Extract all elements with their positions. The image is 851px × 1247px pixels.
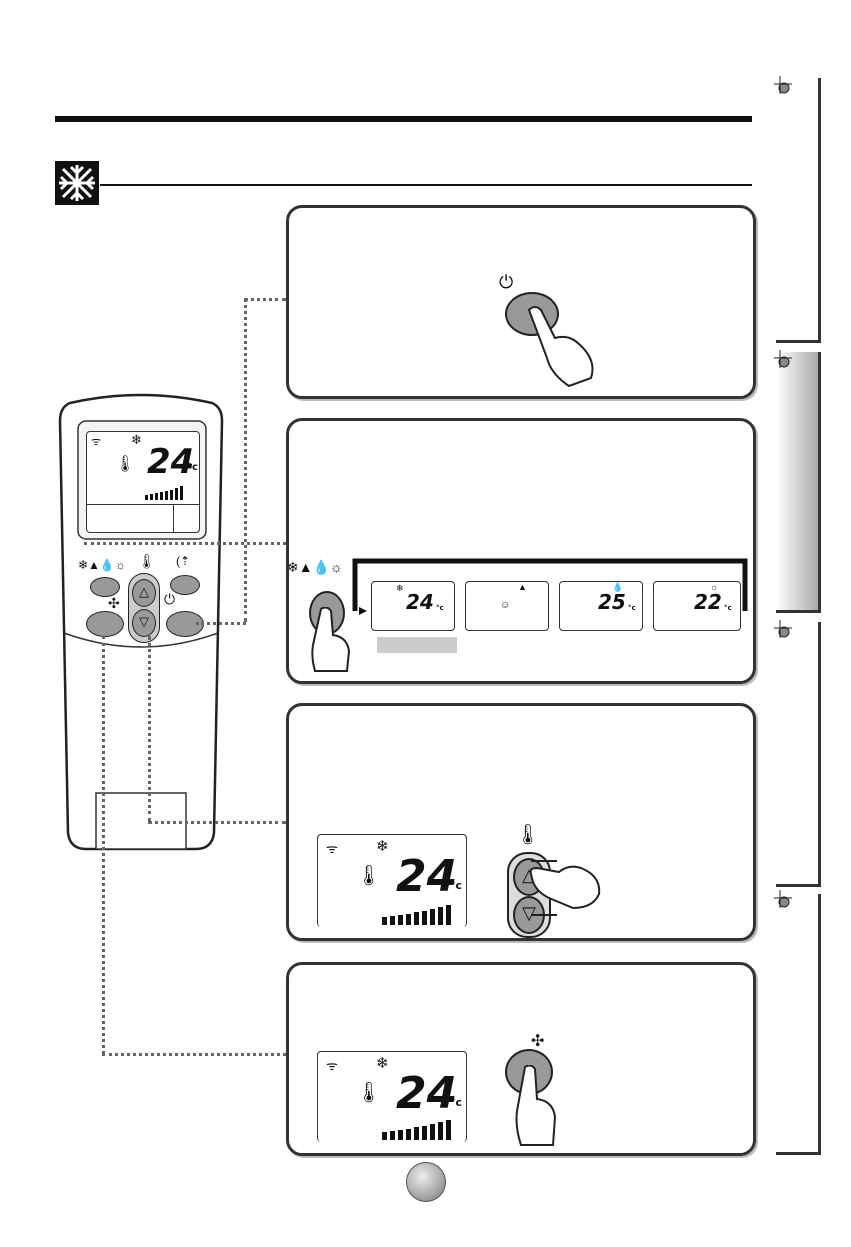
signal-icon: ᯤ — [326, 839, 338, 857]
fan-symbol-icon: ✣ — [531, 1031, 544, 1051]
mode-symbols-label: ❄▲💧☼ — [287, 559, 343, 576]
connector-fan — [102, 1053, 286, 1056]
temp-lcd: ᯤ ❄ 🌡 24 °c — [317, 834, 467, 927]
temp-down-button[interactable]: ▽ — [132, 609, 156, 637]
remote-lcd: ᯤ ❄ 🌡 24 °c — [86, 431, 200, 533]
mode-hand-icon — [311, 607, 353, 673]
mode-screen-cool: ❄ 24 °c — [371, 581, 455, 631]
temp-up-button[interactable]: △ — [132, 579, 156, 607]
section-snowflake-icon — [55, 161, 99, 205]
connector-temp-v — [148, 636, 151, 822]
panel-power: ⏻ — [286, 205, 756, 399]
panel-mode: ❄▲💧☼ ❄ 24 °c ▲ ☺ 💧 25 °c ☼ 22 °c — [286, 418, 756, 684]
remote-thermometer-icon: 🌡 — [138, 553, 156, 570]
connector-power-h — [196, 622, 246, 625]
connector-mode — [84, 542, 286, 545]
fan-lcd: ᯤ ❄ 🌡 24 °c — [317, 1051, 467, 1142]
mode-highlight-bar — [377, 637, 457, 653]
down-pointer-line — [531, 914, 557, 916]
fan-temp-value: 24 — [396, 1068, 457, 1119]
fan-speed-button[interactable] — [86, 611, 124, 637]
snowflake-icon: ❄ — [376, 1054, 389, 1072]
mode-cool-temp: 24 — [406, 590, 434, 614]
thermometer-icon: 🌡 — [356, 863, 381, 888]
remote-unit: °c — [187, 462, 198, 473]
temp-value: 24 — [396, 851, 457, 902]
temp-hand-icon — [529, 864, 603, 910]
temp-thermometer-icon: 🌡 — [515, 822, 540, 847]
fan-bars-icon — [145, 486, 191, 500]
up-pointer-line — [531, 860, 557, 862]
page-number-dot — [406, 1162, 446, 1202]
mode-cool-unit: °c — [436, 604, 444, 612]
fan-bars-icon — [382, 1120, 462, 1140]
panel-fan: ᯤ ❄ 🌡 24 °c ✣ — [286, 962, 756, 1156]
mode-dry-unit: °c — [628, 604, 636, 612]
auto-icon: ▲ — [518, 582, 527, 592]
mode-screen-heat: ☼ 22 °c — [653, 581, 741, 631]
power-icon: ⏻ — [499, 272, 513, 293]
connector-power — [244, 298, 286, 301]
power-symbol-icon: ⏻ — [164, 591, 175, 608]
thermometer-icon: 🌡 — [356, 1080, 381, 1105]
fan-icon: ✣ — [108, 595, 120, 612]
connector-fan-v — [102, 636, 105, 1054]
panel-temperature: ᯤ ❄ 🌡 24 °c 🌡 △ ▽ — [286, 703, 756, 941]
mode-dry-temp: 25 — [598, 590, 626, 614]
snowflake-icon: ❄ — [376, 837, 389, 855]
mode-heat-temp: 22 — [694, 590, 722, 614]
fan-temp-unit: °c — [450, 1096, 462, 1109]
mode-symbols: ❄▲💧☼ — [78, 558, 126, 572]
header-rule — [55, 116, 752, 122]
mode-screen-dry: 💧 25 °c — [559, 581, 643, 631]
mode-button[interactable] — [90, 577, 120, 597]
connector-temp — [148, 821, 286, 824]
connector-power-v — [244, 298, 247, 622]
signal-icon: ᯤ — [326, 1056, 338, 1074]
fan-bars-icon — [382, 905, 462, 925]
auto-face-icon: ☺ — [500, 600, 510, 611]
snowflake-icon: ❄ — [131, 432, 142, 448]
signal-icon: ᯤ — [91, 434, 101, 449]
mode-screen-auto: ▲ ☺ — [465, 581, 549, 631]
fan-hand-icon — [515, 1065, 559, 1147]
mode-heat-unit: °c — [724, 604, 732, 612]
snowflake-icon: ❄ — [396, 583, 404, 594]
tab-marker-icons — [772, 74, 792, 1164]
pressing-hand-icon — [525, 304, 601, 388]
section-rule — [100, 184, 752, 186]
thermometer-icon: 🌡 — [115, 454, 135, 474]
temp-unit: °c — [450, 879, 462, 892]
swing-icon: (⇡ — [176, 554, 190, 568]
